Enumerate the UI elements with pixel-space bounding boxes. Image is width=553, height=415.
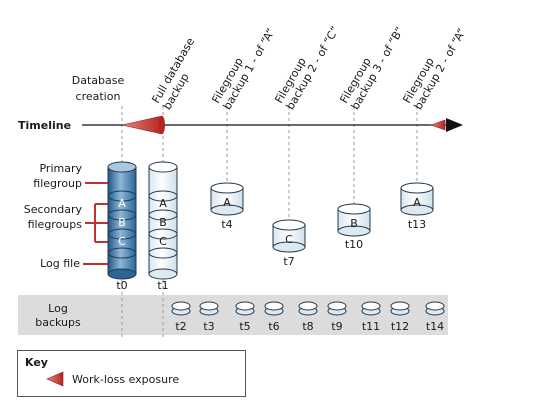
database-t1	[148, 161, 178, 280]
key-frame	[17, 350, 246, 397]
time-t0: t0	[116, 279, 127, 292]
fg-backup-t10-bottom	[337, 225, 371, 237]
db-t1-band3	[148, 228, 178, 240]
log-disk-t2	[171, 301, 191, 316]
backup-label-fg2c: Filegroup backup 2 - of “C”	[272, 24, 342, 112]
fg-backup-t4-bottom	[210, 204, 244, 216]
log-file-label: Log file	[40, 257, 80, 270]
label-connectors	[83, 182, 108, 265]
log-disk-t12	[390, 301, 410, 316]
work-loss-wedge-end	[430, 119, 446, 131]
work-loss-wedge-start	[121, 115, 163, 135]
log-disk-t9	[327, 301, 347, 316]
work-loss-wedge-icon	[46, 371, 64, 387]
db-t0-label-a: A	[118, 197, 126, 210]
time-t5: t5	[239, 320, 250, 333]
db-t1-band2	[148, 209, 178, 221]
time-t9: t9	[331, 320, 342, 333]
db-t1-bottom	[148, 268, 178, 280]
log-backup-times: t2 t3 t5 t6 t8 t9 t11 t12 t14	[175, 320, 444, 333]
db-t0-band4	[107, 247, 137, 259]
db-creation-label-line2: creation	[76, 90, 121, 103]
log-backups-label-line2: backups	[35, 316, 81, 329]
db-t0-label-c: C	[118, 235, 126, 248]
time-t11: t11	[362, 320, 380, 333]
db-t1-band4	[148, 247, 178, 259]
key-item-label: Work-loss exposure	[72, 373, 179, 386]
fg-backup-t13-top	[400, 182, 434, 194]
backup-label-fg3: Filegroup backup 3 - of “B”	[337, 25, 406, 112]
fg-backup-t7-bottom	[272, 241, 306, 253]
database-t0	[107, 161, 137, 280]
time-t1: t1	[157, 279, 168, 292]
timeline-arrowhead-icon	[446, 118, 463, 132]
db-creation-label-line1: Database	[72, 74, 125, 87]
log-backups-label-line1: Log	[48, 302, 68, 315]
secondary-label-line2: filegroups	[28, 218, 83, 231]
time-t3: t3	[203, 320, 214, 333]
log-backups-band	[18, 295, 448, 335]
time-t10: t10	[345, 238, 363, 251]
fg-backup-t10-top	[337, 203, 371, 215]
fg-backup-t13-bottom	[400, 204, 434, 216]
time-t7: t7	[283, 255, 294, 268]
fg-backup-t4	[210, 182, 244, 216]
fg-backup-t13	[400, 182, 434, 216]
fg-backup-t4-label: A	[223, 196, 231, 209]
key-box: Key Work-loss exposure	[17, 350, 246, 397]
backup-label-full: Full database backup	[149, 35, 197, 112]
primary-label-line1: Primary	[39, 162, 82, 175]
backup-label-fg2a: Filegroup backup 2 - of “A”	[400, 26, 468, 112]
primary-filegroup-label: Primary filegroup	[33, 162, 82, 190]
time-t6: t6	[268, 320, 279, 333]
time-t13: t13	[408, 218, 426, 231]
db-t1-label-c: C	[159, 235, 167, 248]
db-t0-band1	[107, 190, 137, 202]
time-t12: t12	[391, 320, 409, 333]
key-title: Key	[25, 356, 48, 369]
fg-backup-t10	[337, 203, 371, 237]
log-disk-t6	[264, 301, 284, 316]
db-t0-top	[107, 161, 137, 173]
time-t4: t4	[221, 218, 232, 231]
db-t1-label-a: A	[159, 197, 167, 210]
fg-backup-t13-label: A	[413, 196, 421, 209]
fg-backup-t7-label: C	[285, 233, 293, 246]
log-backup-disks	[171, 301, 445, 316]
connector-secondary	[85, 203, 108, 243]
fg-backup-t7-top	[272, 219, 306, 231]
log-backups-label: Log backups	[35, 302, 81, 329]
db-t0-label-b: B	[118, 216, 126, 229]
db-t0-bottom	[107, 268, 137, 280]
time-t8: t8	[302, 320, 313, 333]
log-disk-t14	[425, 301, 445, 316]
log-disk-t8	[298, 301, 318, 316]
log-disk-t11	[361, 301, 381, 316]
primary-label-line2: filegroup	[33, 177, 82, 190]
work-loss-wedge-start-base	[159, 116, 165, 134]
db-t1-band1	[148, 190, 178, 202]
fg-backup-t4-top	[210, 182, 244, 194]
secondary-filegroups-label: Secondary filegroups	[24, 203, 83, 231]
db-t1-label-b: B	[159, 216, 167, 229]
fg-backup-t7	[272, 219, 306, 253]
log-disk-t5	[235, 301, 255, 316]
db-t1-top	[148, 161, 178, 173]
timeline-label: Timeline	[18, 119, 71, 132]
fg-backup-t10-label: B	[350, 217, 358, 230]
time-t14: t14	[426, 320, 444, 333]
db-t0-band3	[107, 228, 137, 240]
log-disk-t3	[199, 301, 219, 316]
secondary-label-line1: Secondary	[24, 203, 83, 216]
time-t2: t2	[175, 320, 186, 333]
backup-label-fg1: Filegroup backup 1 - of “A”	[209, 26, 277, 112]
db-t0-band2	[107, 209, 137, 221]
